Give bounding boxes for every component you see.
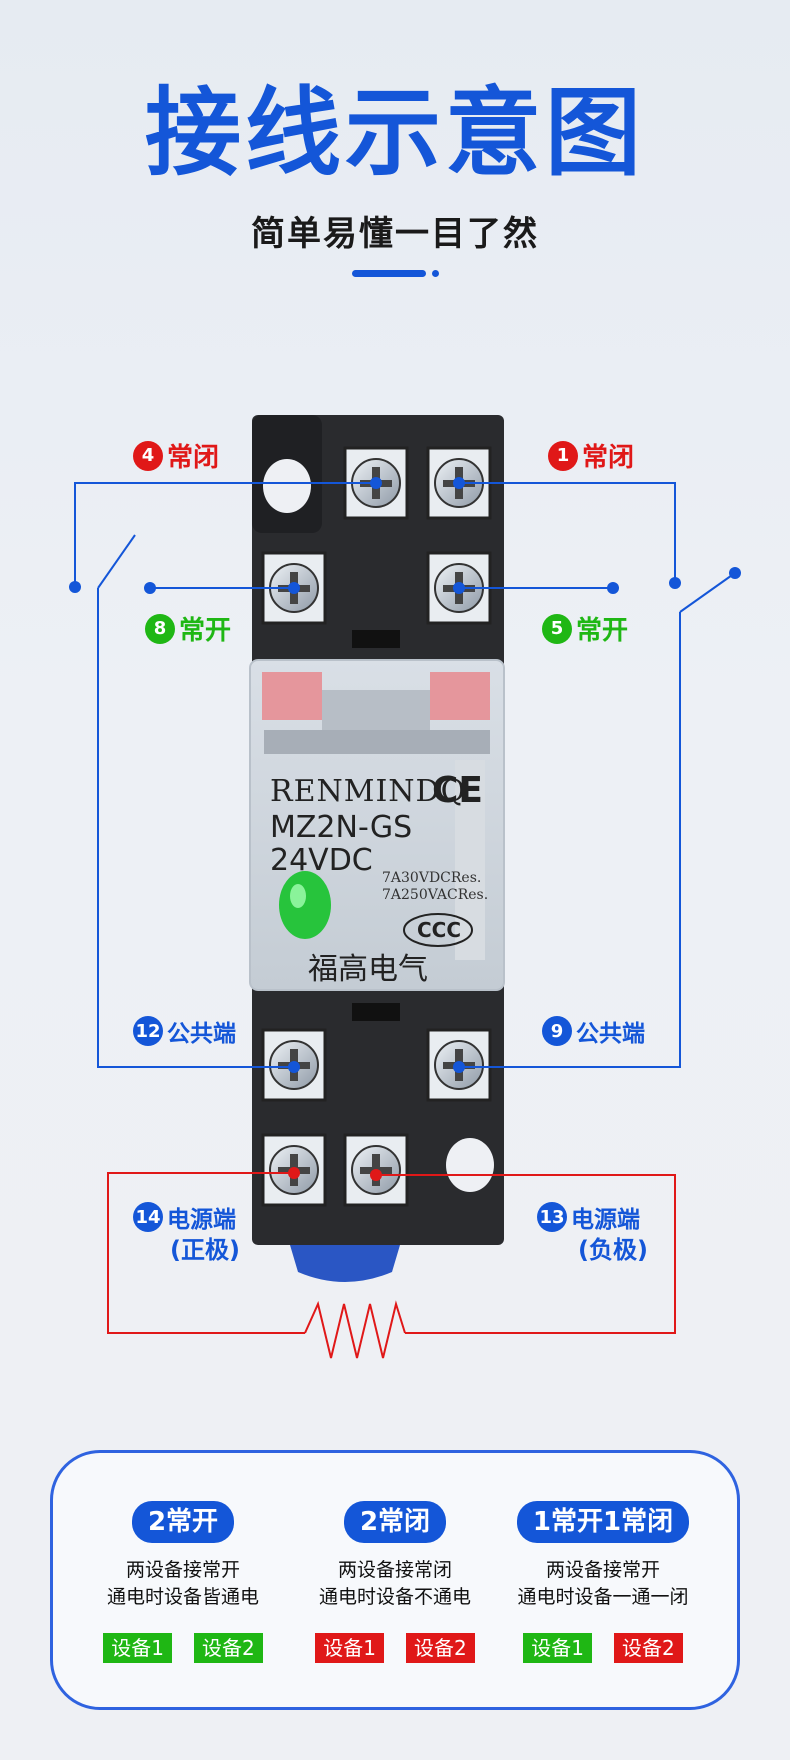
mode-2nc: 2常闭 两设备接常闭 通电时设备不通电 设备1 设备2 — [285, 1501, 505, 1663]
relay-brand: RENMINDQ — [270, 774, 467, 809]
device-badge: 设备1 — [103, 1633, 172, 1663]
relay-voltage: 24VDC — [270, 843, 373, 878]
mounting-hole-top — [263, 459, 311, 513]
ccc-mark: CCC — [417, 918, 462, 942]
label-terminal-13-polarity: (负极) — [578, 1236, 648, 1264]
mode-description: 两设备接常闭 通电时设备不通电 — [318, 1559, 471, 1608]
wiring-endpoints — [69, 477, 741, 1073]
device-badge: 设备2 — [406, 1633, 475, 1663]
relay-spec-ac: 7A250VACRes. — [382, 887, 489, 903]
wiring-lines — [74, 482, 736, 1359]
left-switch-arm — [97, 534, 136, 589]
right-contact-circuit — [459, 482, 736, 1068]
mode-title: 2常闭 — [343, 1501, 447, 1543]
relay-model: MZ2N-GS — [270, 810, 413, 845]
title-underline-dot — [432, 270, 439, 277]
device-list: 设备1 设备2 — [285, 1633, 505, 1663]
device-badge: 设备2 — [614, 1633, 683, 1663]
device-list: 设备1 设备2 — [73, 1633, 293, 1663]
power-circuit — [107, 1172, 676, 1359]
mode-title: 2常开 — [131, 1501, 235, 1543]
power-endpoints — [288, 1167, 382, 1181]
device-list: 设备1 设备2 — [493, 1633, 713, 1663]
mounting-hole-bottom — [446, 1138, 494, 1192]
left-contact-circuit — [74, 482, 376, 1068]
relay-spec-dc: 7A30VDCRes. — [382, 870, 482, 886]
relay-maker: 福高电气 — [308, 952, 428, 987]
mode-title: 1常开1常闭 — [516, 1501, 690, 1543]
title-underline — [352, 270, 426, 277]
mode-description: 两设备接常开 通电时设备一通一闭 — [517, 1559, 689, 1608]
relay-cover — [249, 659, 505, 991]
device-badge: 设备1 — [523, 1633, 592, 1663]
device-badge: 设备1 — [315, 1633, 384, 1663]
resistor-symbol — [304, 1300, 406, 1359]
indicator-led — [279, 871, 331, 939]
page-title: 接线示意图 — [145, 77, 645, 189]
page-subtitle: 简单易懂一目了然 — [251, 214, 539, 254]
wiring-diagram — [69, 415, 741, 1359]
ce-mark: CE — [432, 770, 484, 811]
mode-1no1nc: 1常开1常闭 两设备接常开 通电时设备一通一闭 设备1 设备2 — [493, 1501, 713, 1663]
right-switch-arm — [679, 572, 736, 613]
device-badge: 设备2 — [194, 1633, 263, 1663]
label-terminal-14-polarity: (正极) — [170, 1236, 240, 1264]
mode-description: 两设备接常开 通电时设备皆通电 — [106, 1559, 259, 1608]
din-clip — [290, 1245, 400, 1282]
mode-panel: 2常开 两设备接常开 通电时设备皆通电 设备1 设备2 2常闭 两设备接常闭 通… — [50, 1450, 740, 1710]
mode-2no: 2常开 两设备接常开 通电时设备皆通电 设备1 设备2 — [73, 1501, 293, 1663]
